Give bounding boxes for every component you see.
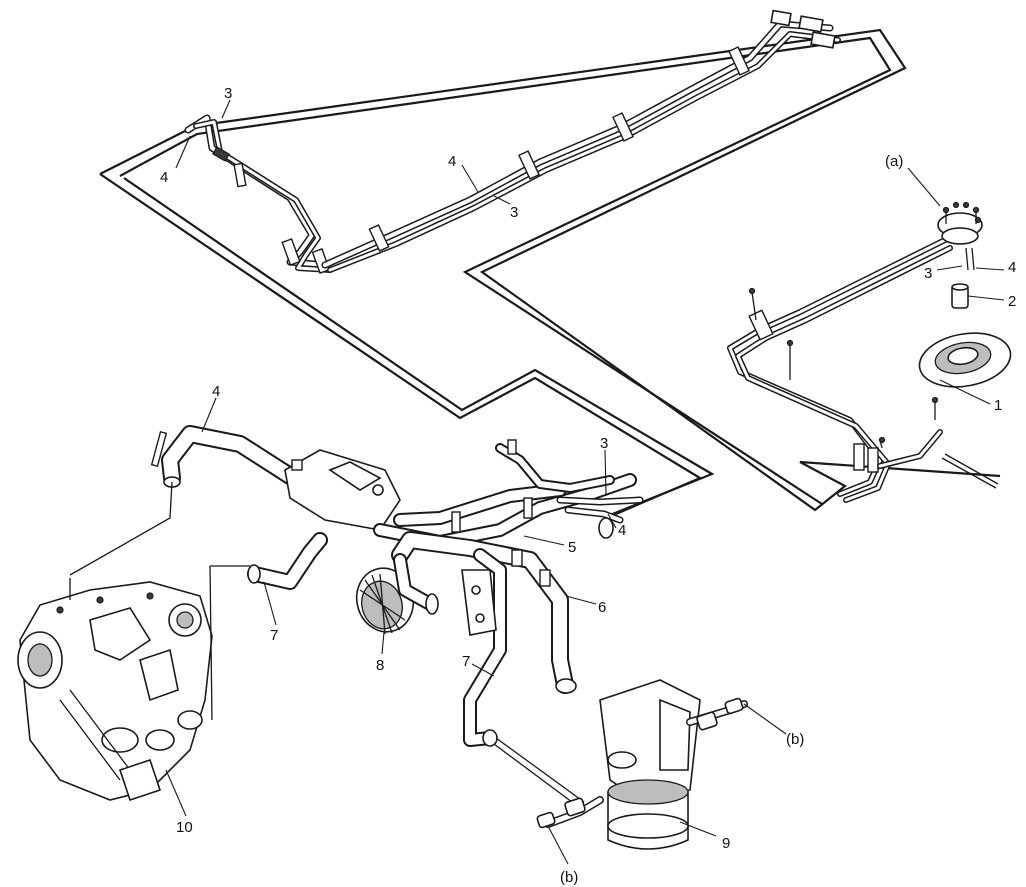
callout-6: 6 xyxy=(598,599,606,616)
fuel-filter-assembly xyxy=(536,679,748,850)
callout-3-top-left: 3 xyxy=(224,85,232,102)
callout-4-right: 4 xyxy=(1008,259,1016,276)
fuel-lines-upper-main xyxy=(321,9,841,273)
callout-4-top-mid: 4 xyxy=(448,153,456,170)
callout-5: 5 xyxy=(568,539,576,556)
callout-8: 8 xyxy=(376,657,384,674)
callout-3-mid: 3 xyxy=(600,435,608,452)
callout-b-bottom: (b) xyxy=(560,869,578,886)
callout-4-left: 4 xyxy=(212,383,220,400)
callout-10: 10 xyxy=(176,819,193,836)
engine-assembly xyxy=(17,481,250,802)
callout-3-right: 3 xyxy=(924,265,932,282)
callout-b-right: (b) xyxy=(786,731,804,748)
callout-a: (a) xyxy=(885,153,903,170)
callout-7-lower: 7 xyxy=(462,653,470,670)
fuel-lines-right xyxy=(727,237,999,503)
callout-4-mid: 4 xyxy=(618,522,626,539)
callouts: 3 4 4 3 (a) 3 4 2 1 4 3 4 5 6 7 7 8 9 (b… xyxy=(160,85,1016,886)
callout-4-top-left: 4 xyxy=(160,169,168,186)
tank-sender-unit xyxy=(918,201,1012,388)
callout-7-left: 7 xyxy=(270,627,278,644)
fuel-hoses-lower xyxy=(150,425,644,809)
underbody-outline xyxy=(99,28,1001,522)
callout-1: 1 xyxy=(994,397,1002,414)
callout-2: 2 xyxy=(1008,293,1016,310)
fuel-lines-upper-left xyxy=(184,114,333,274)
callout-3-top-mid: 3 xyxy=(510,204,518,221)
leader-lines xyxy=(165,99,1005,865)
callout-9: 9 xyxy=(722,835,730,852)
